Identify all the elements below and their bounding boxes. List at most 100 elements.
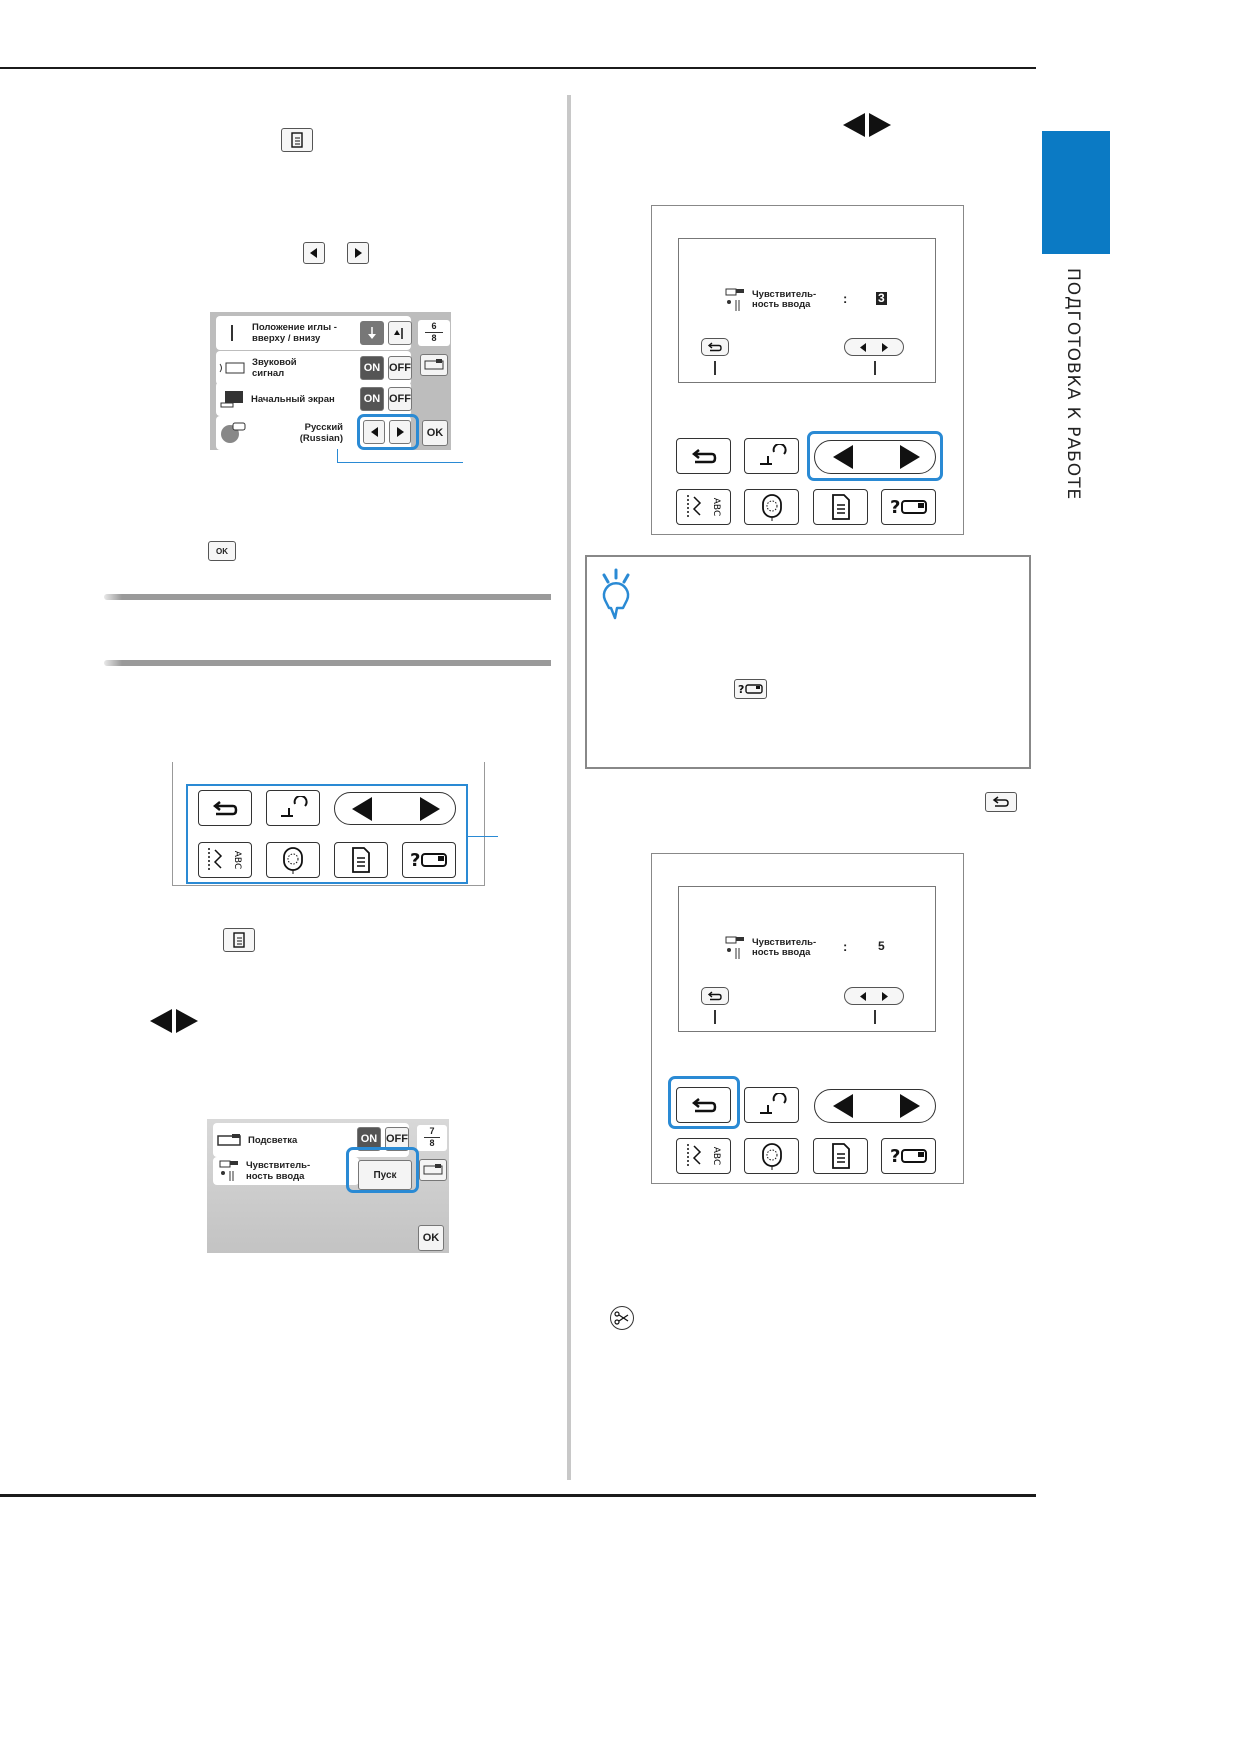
back-icon <box>212 801 238 816</box>
sensitivity-colon: : <box>843 939 848 954</box>
embroidery-button[interactable] <box>744 1138 799 1174</box>
settings-icon <box>291 132 303 148</box>
utility-stitch-button[interactable]: ABC <box>676 1138 731 1174</box>
buzzer-label: Звуковой сигнал <box>252 357 297 379</box>
left-arrow-icon <box>310 248 317 258</box>
needle-down-icon <box>368 327 376 339</box>
left-arrow-button[interactable] <box>352 797 372 821</box>
settings-button[interactable] <box>334 842 388 878</box>
right-arrow-key-inline <box>347 242 369 264</box>
svg-text:ABC: ABC <box>232 851 242 869</box>
utility-stitch-button[interactable]: ABC <box>676 489 731 525</box>
presser-foot-button[interactable] <box>266 790 320 826</box>
sensitivity-value: 3 <box>876 291 887 305</box>
language-label: Русский (Russian) <box>299 422 343 444</box>
section-heading-top-bar <box>104 594 551 600</box>
opening-screen-off-button[interactable]: OFF <box>388 387 412 411</box>
note-box <box>585 555 1031 769</box>
right-arrow-icon <box>882 991 888 1001</box>
help-button[interactable]: ? <box>881 489 936 525</box>
left-arrow-key-inline <box>303 242 325 264</box>
presser-foot-button[interactable] <box>744 438 799 474</box>
needle-icon <box>231 325 233 341</box>
callout-tick-arrows <box>874 361 876 375</box>
callout-line-language-h <box>337 462 463 463</box>
machine-icon <box>424 359 444 370</box>
needle-down-button[interactable] <box>360 321 384 345</box>
right-arrow-button[interactable] <box>900 445 920 469</box>
right-arrow-button[interactable] <box>900 1094 920 1118</box>
embroidery-button[interactable] <box>266 842 320 878</box>
sensitivity-icon <box>725 288 744 311</box>
operation-panel-left <box>172 762 485 886</box>
back-button[interactable] <box>676 438 731 474</box>
right-arrow-icon <box>355 248 362 258</box>
machine-settings-button[interactable] <box>420 354 448 376</box>
settings-button[interactable] <box>813 489 868 525</box>
help-key-inline: ? <box>734 679 767 699</box>
callout-line-panel <box>468 836 498 837</box>
left-arrow-icon <box>370 427 378 437</box>
chapter-tab-label: ПОДГОТОВКА К РАБОТЕ <box>1063 268 1083 501</box>
left-arrow-icon <box>860 991 866 1001</box>
settings-button[interactable] <box>813 1138 868 1174</box>
language-left-button[interactable] <box>363 420 385 444</box>
settings-icon <box>831 494 850 520</box>
sensitivity-lcd-1 <box>678 238 936 383</box>
machine-settings-button[interactable] <box>419 1159 447 1181</box>
language-right-button[interactable] <box>389 420 411 444</box>
opening-screen-on-button[interactable]: ON <box>360 387 384 411</box>
settings-icon <box>233 932 245 948</box>
page-current: 6 <box>425 321 443 333</box>
left-arrow-button[interactable] <box>833 445 853 469</box>
needle-up-button[interactable] <box>388 321 412 345</box>
sensitivity-value: 5 <box>878 939 885 953</box>
page-total: 8 <box>429 1138 435 1148</box>
back-button[interactable] <box>676 1087 731 1123</box>
back-icon <box>992 796 1009 807</box>
presser-foot-button[interactable] <box>744 1087 799 1123</box>
callout-tick-back <box>714 1010 716 1024</box>
svg-text:?: ? <box>890 1146 900 1167</box>
operation-panel-highlight <box>186 784 468 884</box>
lightbulb-note-icon <box>602 568 630 620</box>
start-button[interactable]: Пуск <box>358 1160 412 1190</box>
settings-icon <box>831 1143 850 1169</box>
presser-foot-rotate-icon <box>759 1093 787 1114</box>
buzzer-on-button[interactable]: ON <box>360 356 384 380</box>
ok-button[interactable]: OK <box>422 420 448 446</box>
help-icon: ? <box>890 497 927 518</box>
settings-row-input-sensitivity: Чувствитель- ность ввода <box>213 1157 359 1185</box>
sensitivity-icon <box>725 936 744 959</box>
utility-stitch-icon: ABC <box>686 495 721 519</box>
buzzer-off-button[interactable]: OFF <box>388 356 412 380</box>
arrows-key-small <box>844 338 904 356</box>
utility-stitch-icon: ABC <box>208 848 242 872</box>
utility-stitch-button[interactable]: ABC <box>198 842 252 878</box>
ok-button[interactable]: OK <box>418 1225 444 1251</box>
help-icon: ? <box>738 683 763 696</box>
settings-icon <box>352 847 370 873</box>
back-icon <box>691 1098 716 1113</box>
settings-screen-sensitivity: Подсветка ON OFF 7 8 Чувствитель- ность … <box>207 1119 449 1253</box>
left-arrow-button[interactable] <box>833 1094 853 1118</box>
page-total: 8 <box>431 333 437 343</box>
help-button[interactable]: ? <box>402 842 456 878</box>
light-off-button[interactable]: OFF <box>385 1127 409 1151</box>
help-button[interactable]: ? <box>881 1138 936 1174</box>
presser-foot-rotate-icon <box>759 444 787 465</box>
presser-foot-rotate-icon <box>281 796 308 817</box>
back-button[interactable] <box>198 790 252 826</box>
right-arrow-button[interactable] <box>420 797 440 821</box>
help-icon: ? <box>890 1146 927 1167</box>
back-button-highlight <box>668 1076 740 1129</box>
settings-key-inline-2 <box>223 928 255 952</box>
embroidery-button[interactable] <box>744 489 799 525</box>
callout-line-language <box>337 449 338 463</box>
page-current: 7 <box>424 1126 440 1138</box>
machine-icon <box>423 1164 443 1175</box>
back-key-small <box>701 338 729 356</box>
screen-icon <box>220 391 243 408</box>
sensitivity-label: Чувствитель- ность ввода <box>752 937 817 958</box>
callout-tick-arrows <box>874 1010 876 1024</box>
